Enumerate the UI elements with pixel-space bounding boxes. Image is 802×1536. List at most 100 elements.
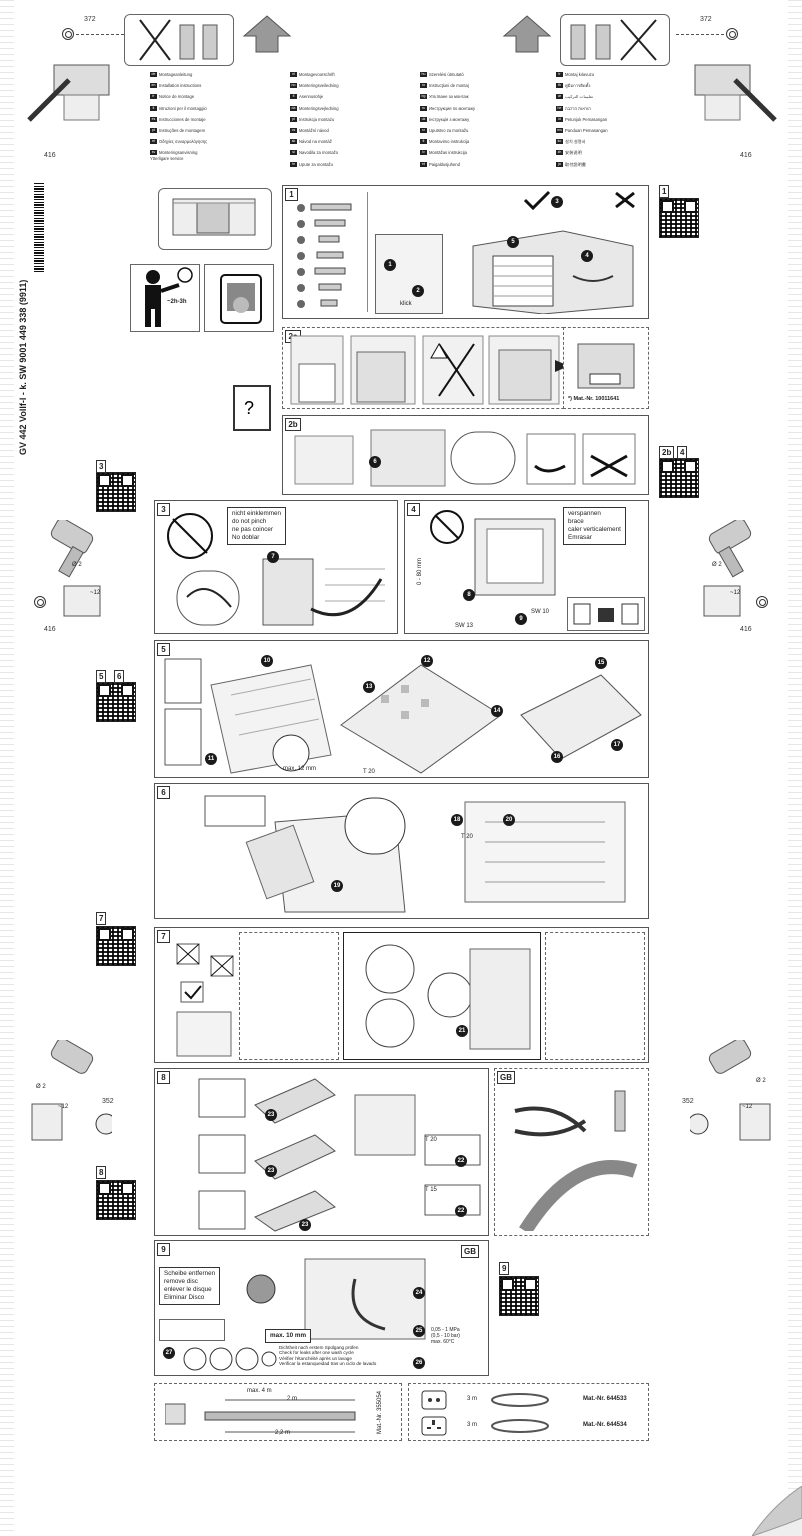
language-code: bg — [420, 94, 427, 100]
cabinet-illustration — [158, 188, 272, 250]
language-code: fr — [150, 94, 157, 100]
language-entry — [290, 167, 339, 173]
language-title: Návod na montáž — [299, 139, 332, 145]
language-code: hu — [420, 72, 427, 77]
door-panel-illustration — [164, 658, 642, 774]
language-title: Ytterligare service — [150, 155, 184, 161]
section-8-number: 8 — [157, 1071, 170, 1084]
language-code: fi — [290, 94, 297, 100]
section-7-detail: 21 — [343, 932, 541, 1060]
no-tools-icons — [183, 1347, 277, 1371]
language-title: Panduan Pemasangan — [565, 127, 608, 133]
hose-extension-icon — [165, 1399, 356, 1433]
language-title: Instrucţiuni de montaj — [429, 83, 469, 89]
language-code: it — [150, 105, 157, 111]
pencil-icon — [694, 64, 777, 122]
registration-mark-icon — [34, 596, 46, 608]
mat-nr-hose: Mat.-Nr. 355054 — [377, 1390, 383, 1434]
dim-352-left: 352 — [102, 1098, 114, 1105]
max-10-label: max. 10 mm — [265, 1329, 312, 1343]
language-entry — [556, 167, 608, 173]
cable-icon — [491, 1393, 549, 1433]
language-title: Installation instructions — [159, 83, 202, 89]
language-title: Instrukcja montażu — [299, 116, 335, 122]
section-6: 6 18 19 20 T 20 — [154, 783, 649, 919]
language-code: nl — [290, 72, 297, 77]
section-8: 8 23 23 23 22 22 T 20 T 15 — [154, 1068, 489, 1236]
language-code: ko — [556, 139, 563, 145]
section-1: 1 1 2 klick 5 4 3 — [282, 185, 649, 319]
language-title: Monteringsveiledning — [299, 83, 339, 89]
cross-icon — [570, 19, 657, 61]
section-7-number: 7 — [157, 930, 170, 943]
language-title: Montážní návod — [299, 127, 329, 133]
language-title: Montavimo instrukcija — [429, 139, 470, 145]
wrench-size-13: SW 13 — [455, 623, 474, 629]
person-icon — [145, 267, 193, 327]
language-code: ar — [556, 94, 563, 100]
stopwatch-icon — [177, 267, 193, 283]
registration-mark-icon — [756, 596, 768, 608]
language-code: sv — [150, 150, 157, 156]
language-code: ru — [420, 105, 427, 111]
language-title: Montageanleitung — [159, 72, 193, 77]
level-icon — [573, 603, 639, 625]
mat-nr-2a: *) Mat.-Nr. 10011641 — [568, 396, 620, 402]
language-title: Інструкція з монтажу — [429, 116, 470, 122]
language-code: ja — [556, 161, 563, 167]
language-title: Uputstvo za montažu — [429, 127, 469, 133]
checkmark-icon — [184, 985, 202, 1000]
language-title: 安装说明 — [565, 150, 582, 156]
checkmark-icon — [523, 190, 551, 210]
registration-mark-icon — [726, 28, 738, 40]
language-code: zh — [556, 150, 563, 156]
dim-top-right: 372 — [700, 16, 712, 23]
drill-icon — [690, 1040, 771, 1141]
language-title: Οδηγίες συναρμολόγησης — [159, 139, 208, 145]
language-code: he — [556, 105, 563, 111]
page-curl-icon — [752, 1486, 802, 1536]
language-title: คู่มือการติดตั้ง — [565, 83, 591, 89]
no-pinch-icon — [167, 513, 213, 559]
dim-side-left: 416 — [44, 152, 56, 159]
svg-text:?: ? — [244, 398, 254, 418]
language-title: Petunjuk Pemasangan — [565, 116, 608, 122]
language-title: Navodila za montažo — [299, 150, 339, 156]
qr-code-1 — [659, 198, 699, 238]
language-title: 설치 설명서 — [565, 139, 586, 145]
language-code: ro — [420, 83, 427, 89]
language-entry: Ytterligare service — [150, 156, 207, 162]
language-code: tr — [556, 72, 563, 77]
nogo-panel — [124, 14, 234, 66]
hose-routing-illustration — [262, 558, 385, 626]
right-ruler — [788, 0, 802, 1536]
torx-label: T 20 — [363, 769, 375, 775]
language-title: Инструкция по монтажу — [429, 105, 476, 111]
language-entry — [420, 167, 475, 173]
language-title: 取付説明書 — [565, 161, 586, 167]
section-4-number: 4 — [407, 503, 420, 516]
section-2b-number: 2b — [285, 418, 301, 431]
section-3-number: 3 — [157, 503, 170, 516]
